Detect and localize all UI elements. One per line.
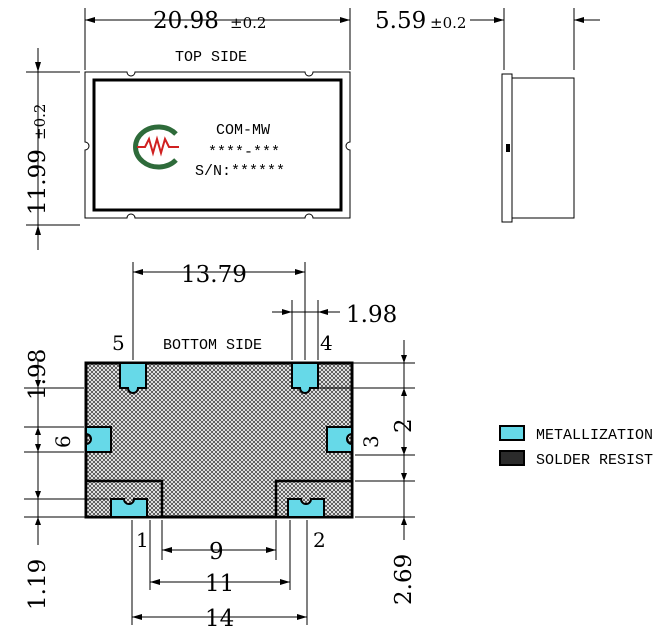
pad-1 [110,498,148,518]
dim-1-19: 1.19 [25,559,51,610]
legend-metallization-swatch [499,425,525,441]
top-width-dim: 20.98 [153,8,219,34]
pin-3-label: 3 [359,435,383,448]
top-width-tol: ±0.2 [230,14,266,32]
legend-solder-swatch [499,450,525,466]
marking-brand: COM-MW [216,122,270,139]
top-height-dim: 11.99 [25,149,51,215]
side-view: 5.59 ±0.2 [375,8,600,223]
pad-3 [326,426,353,453]
pin-5-label: 5 [112,331,125,355]
pad-2 [287,498,325,518]
legend-solder-label: SOLDER RESIST [536,452,653,469]
side-body [511,77,575,219]
metal-pads [85,362,353,518]
legend-metallization-label: METALLIZATION [536,427,653,444]
bottom-side-label: BOTTOM SIDE [163,337,262,354]
pin-1-label: 1 [136,528,149,552]
dim-14: 14 [205,606,234,632]
dim-9: 9 [209,539,224,565]
top-height-tol: ±0.2 [31,104,49,140]
dim-2-69: 2.69 [391,554,417,605]
company-logo [133,124,179,170]
dim-1-98-top: 1.98 [346,302,397,328]
dim-2: 2 [391,418,417,433]
legend: METALLIZATION SOLDER RESIST [499,425,653,469]
top-body-inner [92,78,343,212]
side-thickness-dim: 5.59 [375,8,426,34]
pin-2-label: 2 [313,528,326,552]
dim-13-79: 13.79 [181,262,247,288]
pin-4-label: 4 [320,331,333,355]
marking-part: ****-*** [208,144,280,161]
pin-6-label: 6 [51,435,75,448]
top-body-outline [84,71,351,219]
dim-11: 11 [205,571,234,597]
dim-1-98-left: 1.98 [25,349,51,400]
pad-6 [85,426,112,453]
marking-serial: S/N:****** [195,163,285,180]
side-thickness-tol: ±0.2 [430,14,466,32]
top-view: 20.98 ±0.2 TOP SIDE COM-MW ****-*** S/N:… [25,8,351,250]
pad-5 [119,362,147,394]
bottom-view: BOTTOM SIDE 5 4 6 3 1 2 13.79 1.98 [24,262,417,632]
pad-4 [291,362,319,394]
top-side-label: TOP SIDE [175,49,247,66]
